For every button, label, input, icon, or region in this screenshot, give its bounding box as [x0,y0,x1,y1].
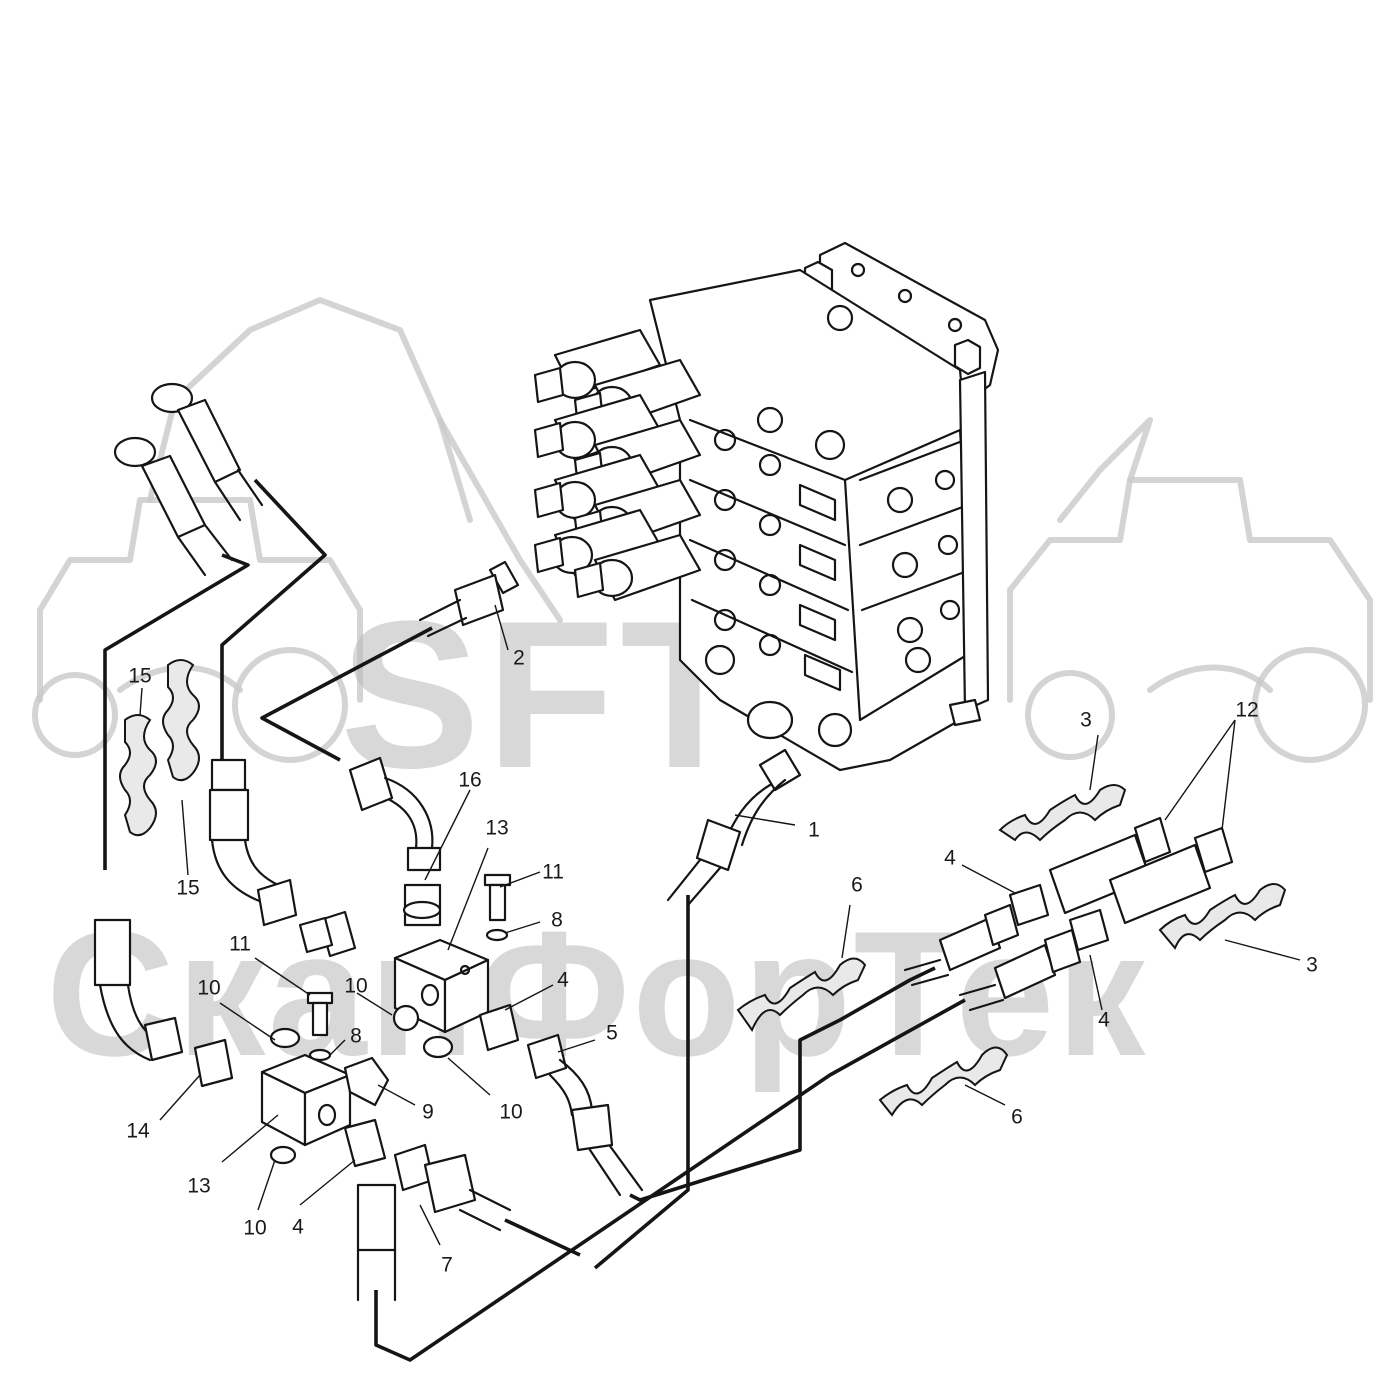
callout-9: 9 [422,1100,434,1124]
callout-4-lower: 4 [292,1215,304,1239]
callout-1: 1 [808,818,820,842]
callout-8-upper: 8 [551,908,563,932]
callout-5: 5 [606,1021,618,1045]
plugs-10 [392,1004,454,1059]
spiral-guards [119,659,1287,1117]
leader-lines [139,604,1301,1246]
callout-10-right: 10 [499,1100,523,1124]
callout-11-lower: 11 [229,932,251,956]
hose-elbow-16 [348,756,442,927]
callout-12: 12 [1235,698,1259,722]
callout-4-right-upper: 4 [944,846,956,870]
callout-10-middle: 10 [344,974,368,998]
hose-left-14 [93,918,184,1062]
elbow-fitting-9 [343,1056,390,1107]
callout-3-lower: 3 [1306,953,1318,977]
solenoid-coils [533,328,702,602]
callout-15-upper: 15 [128,664,152,688]
watermark-tractor-right [1007,417,1373,763]
hose-2 [260,560,520,762]
callout-6-lower: 6 [1011,1105,1023,1129]
callout-16: 16 [458,768,482,792]
callout-13-lower: 13 [187,1174,211,1198]
callout-10-left: 10 [197,976,221,1000]
callout-4-right-lower: 4 [1098,1008,1110,1032]
hose-upper-left-pair [103,382,327,927]
right-hose-assembly [903,816,1234,1012]
callout-3-upper: 3 [1080,708,1092,732]
callout-2: 2 [513,646,525,670]
distributor-block-lower [193,1027,387,1168]
callout-7: 7 [441,1253,453,1277]
callout-8-lower: 8 [350,1024,362,1048]
control-valve-assembly [648,241,1000,772]
callout-6-upper: 6 [851,873,863,897]
bolts-and-washers [306,873,512,1062]
callout-10-bottom: 10 [243,1216,267,1240]
hose-7 [356,998,966,1362]
callout-4-middle: 4 [557,968,569,992]
callout-13-upper: 13 [485,816,509,840]
callout-11-upper: 11 [542,860,564,884]
hose-5 [478,966,936,1202]
callout-15-lower: 15 [176,876,200,900]
hose-1 [593,748,802,1270]
callout-14: 14 [126,1119,150,1143]
